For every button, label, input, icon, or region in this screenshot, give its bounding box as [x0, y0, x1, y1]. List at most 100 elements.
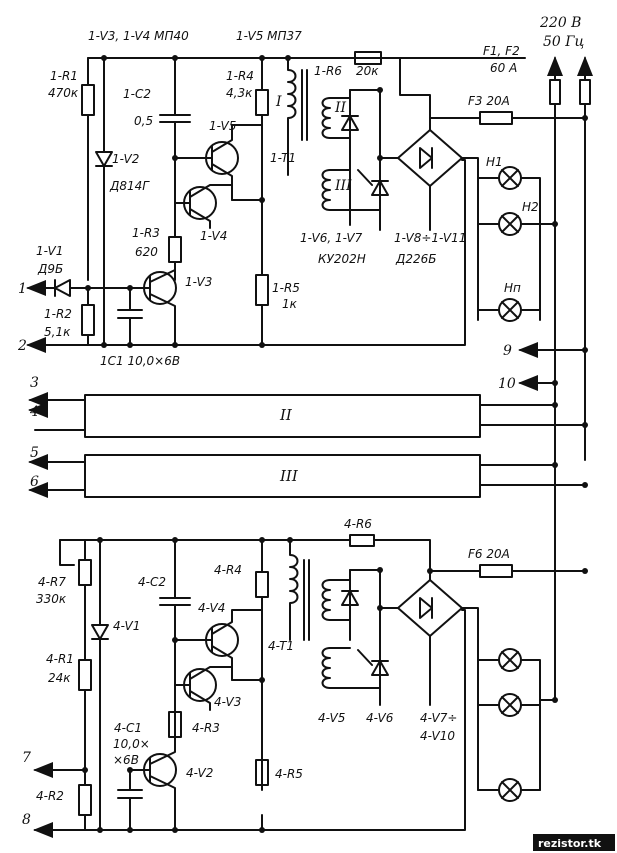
label-1-v1: 1-V1 [36, 244, 63, 258]
label-4-r1-val: 24к [48, 671, 71, 685]
terminal-2: 2 [17, 338, 27, 354]
r4-resistor-bottom [255, 571, 269, 598]
label-1-v5: 1-V5 [209, 119, 236, 133]
block-ii [84, 394, 481, 438]
label-1-v3: 1-V3 [185, 275, 212, 289]
label-1-v8-v11: 1-V8÷1-V11 [394, 231, 466, 245]
label-4-r7: 4-R7 [38, 575, 66, 589]
label-fuses-main: F1, F2 [483, 44, 520, 58]
label-4-v2: 4-V2 [186, 766, 213, 780]
label-4-t1: 4-T1 [268, 639, 294, 653]
label-1-r3: 1-R3 [132, 226, 160, 240]
label-1-r5-val: 1к [282, 297, 298, 311]
label-1-v6-v7-type: КУ202Н [318, 252, 366, 266]
label-1-v1-type: Д9Б [37, 262, 63, 276]
label-1-v2: 1-V2 [112, 152, 139, 166]
label-1-r6-val: 20к [356, 64, 379, 78]
label-1-r4: 1-R4 [226, 69, 254, 83]
label-1-c2: 1-C2 [123, 87, 151, 101]
label-4-v1: 4-V1 [113, 619, 140, 633]
label-block-iii: III [279, 467, 299, 485]
fuse-f2 [579, 79, 591, 105]
label-4-r6: 4-R6 [344, 517, 372, 531]
r7-potentiometer [78, 559, 92, 586]
label-4-v4: 4-V4 [198, 601, 225, 615]
label-4-c2: 4-C2 [138, 575, 166, 589]
label-winding-i: I [275, 94, 282, 110]
label-supply: 220 В [539, 15, 581, 31]
r6-resistor-bottom [349, 534, 375, 547]
label-1-v2-type: Д814Г [109, 179, 150, 193]
label-4-r2: 4-R2 [36, 789, 64, 803]
r5-resistor [255, 274, 269, 306]
lamp-bottom-2 [498, 693, 522, 717]
lamp-bottom-n [498, 778, 522, 802]
label-winding-ii: II [334, 100, 347, 116]
label-1-r1: 1-R1 [50, 69, 78, 83]
label-1-r1-val: 470к [48, 86, 79, 100]
label-block-ii: II [279, 406, 293, 424]
terminal-3: 3 [30, 375, 39, 391]
label-4-r5: 4-R5 [275, 767, 303, 781]
lamp-h1 [498, 166, 522, 190]
terminal-5: 5 [30, 445, 39, 461]
label-transistor-v5: 1-V5 МП37 [236, 29, 302, 43]
terminal-10: 10 [498, 376, 516, 392]
terminal-8: 8 [22, 812, 31, 828]
label-1-r2: 1-R2 [44, 307, 72, 321]
label-1-v4: 1-V4 [200, 229, 227, 243]
watermark-text: rezistor.tk [538, 837, 602, 850]
terminal-9: 9 [503, 343, 512, 359]
label-4-c1-val2: ×6В [113, 753, 139, 767]
terminal-1: 1 [18, 281, 27, 297]
lamp-hn [498, 298, 522, 322]
label-4-r3: 4-R3 [192, 721, 220, 735]
fuse-f3 [479, 111, 513, 125]
label-winding-iii: III [334, 178, 352, 194]
label-4-v7-v10-a: 4-V7÷ [420, 711, 457, 725]
label-f3: F3 20А [468, 94, 510, 108]
r2-resistor [81, 304, 95, 336]
lamp-h2 [498, 212, 522, 236]
block-iii [84, 454, 481, 498]
terminal-7: 7 [22, 750, 31, 766]
lamp-bottom-1 [498, 648, 522, 672]
label-4-c1-val: 10,0× [113, 737, 150, 751]
r1-resistor [81, 84, 95, 116]
r1-resistor-bottom [78, 659, 92, 691]
label-fuse-rating: 60 А [490, 61, 517, 75]
label-4-r7-val: 330к [36, 592, 67, 606]
label-1-r5: 1-R5 [272, 281, 300, 295]
label-transistors-1: 1-V3, 1-V4 МП40 [88, 29, 189, 43]
terminal-6: 6 [30, 474, 39, 490]
terminal-4: 4 [29, 404, 39, 420]
label-1c1: 1C1 10,0×6В [100, 354, 180, 368]
label-4-v3: 4-V3 [214, 695, 241, 709]
label-1-r6: 1-R6 [314, 64, 342, 78]
label-h2: H2 [522, 200, 539, 214]
label-4-v6: 4-V6 [366, 711, 394, 725]
label-h1: H1 [486, 155, 503, 169]
label-4-v5: 4-V5 [318, 711, 345, 725]
label-1-v6-v7: 1-V6, 1-V7 [300, 231, 363, 245]
label-4-r4: 4-R4 [214, 563, 242, 577]
label-hn: Hп [504, 281, 521, 295]
label-f6: F6 20А [468, 547, 510, 561]
label-1-r2-val: 5,1к [44, 325, 71, 339]
label-1-v8-v11-type: Д226Б [395, 252, 437, 266]
label-frequency: 50 Гц [543, 34, 584, 50]
label-1-r4-val: 4,3к [226, 86, 253, 100]
watermark-badge [533, 834, 615, 851]
r4-resistor [255, 89, 269, 116]
r2-resistor-bottom [78, 784, 92, 816]
label-1-t1: 1-T1 [270, 151, 296, 165]
label-1-r3-val: 620 [135, 245, 158, 259]
label-4-v7-v10-b: 4-V10 [420, 729, 455, 743]
r5-resistor-bottom [255, 759, 269, 786]
fuse-f1 [549, 79, 561, 105]
label-4-c1: 4-C1 [114, 721, 142, 735]
r3-resistor [168, 236, 182, 263]
label-4-r1: 4-R1 [46, 652, 74, 666]
fuse-f6 [479, 564, 513, 578]
